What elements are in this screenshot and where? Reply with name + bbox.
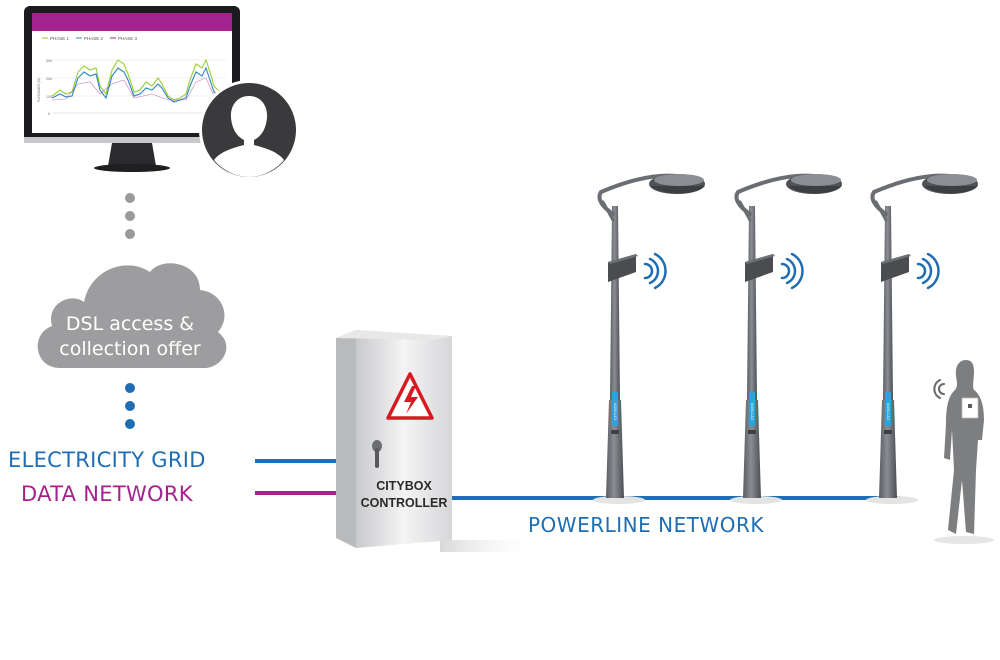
data-network-label: DATA NETWORK xyxy=(21,482,193,506)
streetlight-3: CITYBOX xyxy=(866,173,978,504)
wifi-icon-person xyxy=(933,379,945,399)
wireless-signal-icon xyxy=(643,252,667,290)
streetlight-2: CITYBOX xyxy=(730,173,842,504)
streetlights: CITYBOX CITYBOX CITYBOX xyxy=(593,173,978,504)
wireless-signal-icon xyxy=(916,252,940,290)
mini-chart-legend: PHASE 1 PHASE 2 PHASE 3 xyxy=(42,36,138,41)
ytick-100: 100 xyxy=(46,95,52,99)
ytick-0: 0 xyxy=(48,112,50,116)
user-avatar-icon xyxy=(199,80,299,180)
cloud-label-line2: collection offer xyxy=(59,338,201,360)
monitor: PHASE 1 PHASE 2 PHASE 3 300 200 100 0 PU… xyxy=(24,6,240,172)
solar-panel-icon xyxy=(608,254,638,282)
connector-dots-gray xyxy=(125,193,135,239)
electricity-grid-label: ELECTRICITY GRID xyxy=(8,448,206,472)
controller-label-line1: CITYBOX xyxy=(376,479,432,493)
citybox-badge: CITYBOX xyxy=(612,392,618,426)
cloud-icon xyxy=(37,263,227,368)
y-axis-label: PUISSANCE (W) xyxy=(37,78,41,102)
lamp-head-icon xyxy=(922,174,978,194)
cloud-label: DSL access & collection offer xyxy=(40,312,220,362)
controller-label: CITYBOX CONTROLLER xyxy=(356,478,452,512)
lamp-head-icon xyxy=(786,174,842,194)
citybox-badge-label: CITYBOX xyxy=(613,402,618,420)
ytick-300: 300 xyxy=(46,59,52,63)
powerline-network-label: POWERLINE NETWORK xyxy=(528,513,764,537)
citybox-controller xyxy=(336,330,540,552)
cloud-label-line1: DSL access & xyxy=(65,313,195,335)
person-with-tablet-icon xyxy=(933,360,994,544)
wireless-signal-icon xyxy=(780,252,804,290)
high-voltage-icon xyxy=(386,372,434,420)
mini-chart: 300 200 100 0 PUISSANCE (W) xyxy=(37,58,227,116)
solar-panel-icon xyxy=(745,254,775,282)
lamp-head-icon xyxy=(649,174,705,194)
citybox-badge-label: CITYBOX xyxy=(750,402,755,420)
citybox-badge: CITYBOX xyxy=(885,392,891,426)
legend-phase-2: PHASE 2 xyxy=(84,36,104,41)
connector-dots-blue xyxy=(125,383,135,429)
legend-phase-1: PHASE 1 xyxy=(50,36,70,41)
dashboard-header-bar xyxy=(32,13,232,31)
ytick-200: 200 xyxy=(46,77,52,81)
controller-label-line2: CONTROLLER xyxy=(360,496,448,510)
cabinet-handle xyxy=(372,440,382,468)
solar-panel-icon xyxy=(881,254,911,282)
legend-phase-3: PHASE 3 xyxy=(118,36,138,41)
citybox-badge: CITYBOX xyxy=(749,392,755,426)
citybox-badge-label: CITYBOX xyxy=(886,402,891,420)
streetlight-1: CITYBOX xyxy=(593,173,705,504)
